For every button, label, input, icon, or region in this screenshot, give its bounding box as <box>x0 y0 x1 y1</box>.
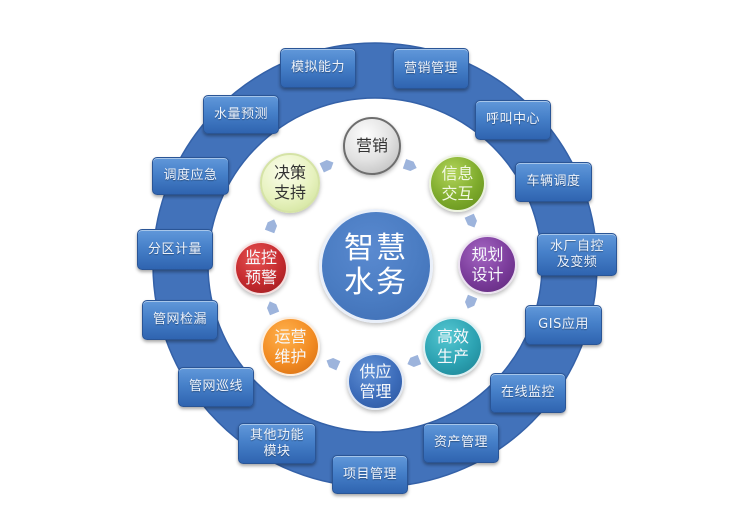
node-label-line2: 交互 <box>441 183 474 203</box>
node-label-line1: 信息 <box>441 163 474 183</box>
module-label-line1: 水厂自控 <box>549 238 604 254</box>
module-label: 调度应急 <box>163 168 218 183</box>
module-label: 车辆调度 <box>526 174 581 189</box>
module-gis: GIS应用 <box>525 305 602 345</box>
node-planning-design: 规划 设计 <box>458 235 517 294</box>
node-label-line2: 设计 <box>471 264 504 284</box>
node-supply-mgmt: 供应 管理 <box>347 353 404 410</box>
module-leak-detection: 管网检漏 <box>142 300 218 340</box>
module-label-line2: 及变频 <box>556 254 598 270</box>
flow-arrow-icon <box>264 219 278 234</box>
module-vehicle-dispatch: 车辆调度 <box>515 162 592 202</box>
node-monitor-alert: 监控 预警 <box>234 241 288 295</box>
module-label: 分区计量 <box>147 241 202 257</box>
module-call-center: 呼叫中心 <box>475 100 551 140</box>
node-label-line1: 高效 <box>436 327 469 346</box>
module-label: 资产管理 <box>433 435 488 450</box>
module-label: 管网检漏 <box>152 312 207 327</box>
flow-arrow-icon <box>464 213 477 228</box>
module-label: 呼叫中心 <box>485 112 540 127</box>
node-info-exchange: 信息 交互 <box>429 155 486 212</box>
flow-arrow-icon <box>326 358 341 371</box>
node-label-line2: 维护 <box>274 346 307 366</box>
node-decision-support: 决策 支持 <box>260 153 320 213</box>
node-efficient-production: 高效 生产 <box>423 317 483 377</box>
module-label-line2: 模块 <box>263 443 291 459</box>
node-marketing: 营销 <box>343 117 401 175</box>
node-label-line1: 监控 <box>244 248 277 267</box>
node-label: 营销 <box>355 136 388 155</box>
flow-arrow-icon <box>402 158 417 172</box>
flow-arrow-icon <box>407 354 422 368</box>
module-pipe-patrol: 管网巡线 <box>178 367 254 407</box>
module-marketing-mgmt: 营销管理 <box>393 48 469 89</box>
node-label-line1: 规划 <box>471 244 504 264</box>
flow-arrow-icon <box>319 160 334 173</box>
module-label: 模拟能力 <box>290 60 345 75</box>
module-project-mgmt: 项目管理 <box>332 455 408 494</box>
module-dispatch-emergency: 调度应急 <box>152 157 229 195</box>
node-label-line1: 运营 <box>274 326 307 346</box>
node-ops-maintenance: 运营 维护 <box>261 317 320 376</box>
module-label: 项目管理 <box>342 466 397 482</box>
node-label-line2: 支持 <box>273 183 306 202</box>
module-label: 营销管理 <box>403 60 458 76</box>
node-label-line1: 供应 <box>359 361 392 381</box>
module-simulation: 模拟能力 <box>280 48 356 88</box>
module-label: 在线监控 <box>500 385 555 400</box>
node-label-line2: 预警 <box>244 268 277 287</box>
module-label-line1: 其他功能 <box>249 427 304 443</box>
hub-line2: 水务 <box>344 265 408 300</box>
center-hub: 智慧 水务 <box>319 209 433 323</box>
module-other: 其他功能 模块 <box>238 423 316 464</box>
module-district-metering: 分区计量 <box>137 229 213 270</box>
module-label: GIS应用 <box>538 317 589 332</box>
module-label: 水量预测 <box>213 106 268 122</box>
module-plant-control: 水厂自控 及变频 <box>537 233 617 276</box>
module-water-forecast: 水量预测 <box>203 95 279 134</box>
module-online-monitoring: 在线监控 <box>490 373 566 413</box>
module-asset-mgmt: 资产管理 <box>423 423 499 463</box>
node-label-line2: 管理 <box>359 381 392 401</box>
module-label: 管网巡线 <box>188 379 243 394</box>
flow-arrow-icon <box>464 294 478 309</box>
flow-arrow-icon <box>266 301 280 316</box>
node-label-line1: 决策 <box>273 163 306 182</box>
node-label-line2: 生产 <box>436 347 469 366</box>
hub-line1: 智慧 <box>344 231 408 266</box>
